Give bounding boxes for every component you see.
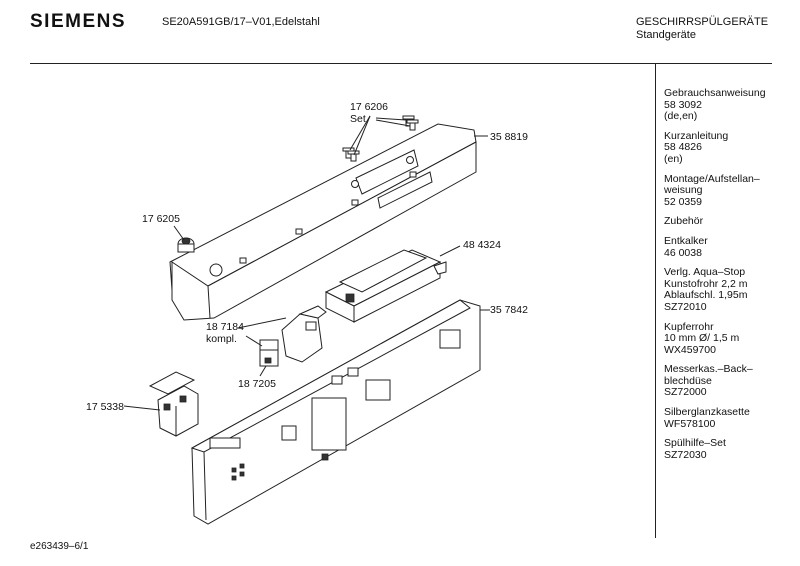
- accessory-line: 58 4826: [664, 141, 702, 154]
- label-484324: 48 4324: [463, 239, 501, 251]
- accessory-line: Montage/Aufstellan–: [664, 172, 760, 185]
- accessory-line: 52 0359: [664, 195, 702, 208]
- accessory-line: blechdüse: [664, 374, 712, 387]
- accessory-line: Messerkas.–Back–: [664, 363, 753, 376]
- label-357842: 35 7842: [490, 304, 528, 316]
- accessory-line: (de,en): [664, 110, 698, 123]
- accessory-line: Gebrauchsanweisung: [664, 87, 766, 99]
- control-panel-part[interactable]: [169, 123, 477, 321]
- accessory-line: 10 mm Ø/ 1,5 m: [664, 332, 740, 345]
- accessory-line: Zubehör: [664, 215, 704, 228]
- accessory-line: WX459700: [664, 343, 716, 356]
- accessory-line: Silberglanzkasette: [664, 406, 750, 419]
- accessory-line: Verlg. Aqua–Stop: [664, 266, 746, 279]
- document-id: e263439–6/1: [30, 541, 89, 552]
- category-line-1: GESCHIRRSPÜLGERÄTE: [636, 16, 769, 28]
- label-176206: 17 6206: [350, 101, 388, 113]
- accessory-line: SZ72030: [664, 448, 707, 461]
- accessory-line: Ablaufschl. 1,95m: [664, 289, 748, 302]
- accessory-line: 46 0038: [664, 246, 702, 259]
- accessory-line: weisung: [664, 184, 703, 197]
- accessory-group: Zubehör: [664, 216, 794, 228]
- accessory-line: SZ72000: [664, 386, 707, 399]
- header-divider: [30, 63, 772, 64]
- label-176205: 17 6205: [142, 213, 180, 225]
- leader-lines: [123, 115, 490, 411]
- model-title: SE20A591GB/17–V01,Edelstahl: [162, 16, 320, 28]
- label-set: Set: [350, 113, 366, 125]
- accessory-line: Entkalker: [664, 234, 708, 247]
- accessory-line: Kupferrohr: [664, 320, 714, 333]
- sidebar-divider: [655, 64, 656, 538]
- electronic-module-part[interactable]: [324, 249, 447, 323]
- frame-part[interactable]: [190, 299, 481, 525]
- accessory-line: (en): [664, 152, 683, 165]
- accessory-line: Kurzanleitung: [664, 129, 729, 142]
- accessory-line: 58 3092: [664, 98, 702, 111]
- door-switch-part[interactable]: [148, 371, 199, 437]
- accessory-line: SZ72010: [664, 300, 707, 313]
- label-358819: 35 8819: [490, 131, 528, 143]
- screw-set-part[interactable]: [342, 115, 419, 162]
- label-kompl: kompl.: [206, 333, 237, 345]
- label-187205: 18 7205: [238, 378, 276, 390]
- accessory-line: Spülhilfe–Set: [664, 437, 726, 450]
- category-block: GESCHIRRSPÜLGERÄTE Standgeräte: [636, 16, 768, 42]
- brand-logo: SIEMENS: [30, 11, 127, 32]
- switch-assembly-part[interactable]: [259, 305, 327, 367]
- accessory-line: WF578100: [664, 417, 716, 430]
- accessory-line: Kunstofrohr 2,2 m: [664, 277, 748, 290]
- label-175338: 17 5338: [86, 401, 124, 413]
- clip-part[interactable]: [177, 237, 195, 253]
- category-line-2: Standgeräte: [636, 29, 696, 41]
- label-187184: 18 7184: [206, 321, 244, 333]
